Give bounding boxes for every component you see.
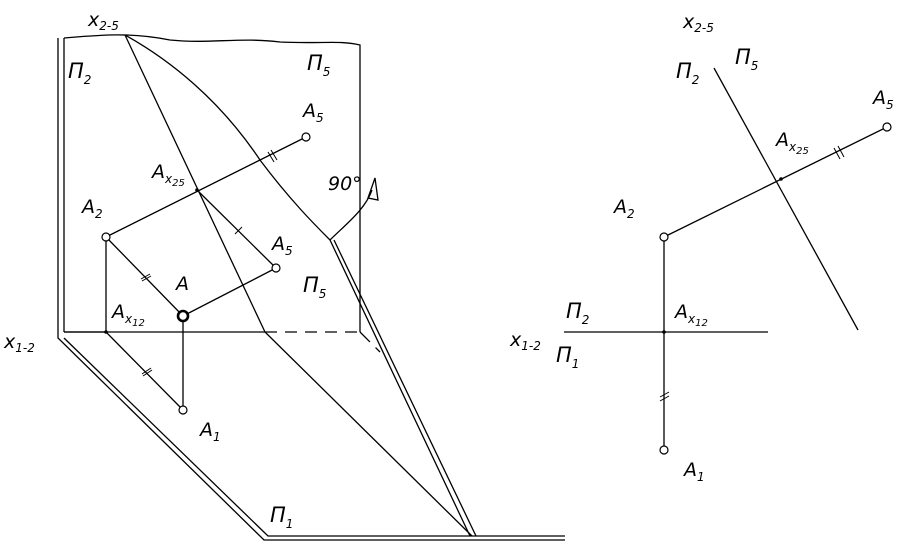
right-frac-pi2-label: П2 bbox=[566, 299, 589, 327]
left-a1-label: A1 bbox=[198, 419, 221, 444]
left-pi1-label: П1 bbox=[270, 503, 293, 531]
point-a5-top-marker bbox=[301, 132, 311, 142]
right-x25-label: x2-5 bbox=[682, 11, 714, 35]
left-ax12-label: Ax12 bbox=[110, 301, 145, 329]
right-point-a1-marker bbox=[659, 445, 669, 455]
pi5-rotated-edge bbox=[329, 239, 477, 537]
right-a1-label: A1 bbox=[682, 459, 705, 484]
point-ax12-marker bbox=[104, 330, 108, 334]
right-point-a2-marker bbox=[659, 232, 669, 242]
right-ax12-label: Ax12 bbox=[673, 301, 708, 329]
left-a5-top-label: A5 bbox=[301, 100, 324, 125]
pi1-plane-outline bbox=[57, 331, 565, 541]
a-a5-line bbox=[182, 267, 277, 317]
right-figure: x2-5 П2 П5 A5 Ax25 A2 П2 П1 x1-2 Ax12 A1 bbox=[509, 11, 894, 484]
pi5-hidden-edge bbox=[359, 331, 381, 353]
right-frac-pi1-label: П1 bbox=[556, 343, 579, 371]
left-ax25-label: Ax25 bbox=[150, 161, 185, 189]
ax12-a1-line bbox=[105, 331, 184, 411]
right-ax25-label: Ax25 bbox=[774, 129, 809, 157]
left-pi5-label: П5 bbox=[307, 51, 330, 79]
a2-a5-line bbox=[105, 136, 307, 238]
left-x12-label: x1-2 bbox=[3, 331, 35, 355]
right-point-ax12-marker bbox=[662, 330, 666, 334]
pi5-plane-upper-edge bbox=[124, 34, 331, 241]
ax25-a5-line bbox=[196, 189, 277, 269]
point-ax25-marker bbox=[195, 188, 199, 192]
right-point-a5-marker bbox=[882, 122, 892, 132]
left-a2-label: A2 bbox=[80, 196, 103, 221]
equal-ticks-left bbox=[140, 149, 278, 377]
left-pi2-label: П2 bbox=[68, 59, 91, 87]
rotation-arrowhead-icon bbox=[367, 177, 379, 201]
right-pi2-label: П2 bbox=[676, 59, 699, 87]
right-a2-label: A2 bbox=[612, 196, 635, 221]
point-a2-marker bbox=[101, 232, 111, 242]
right-a5-label: A5 bbox=[871, 87, 894, 112]
left-figure: x2-5 П2 П5 A5 Ax25 A2 A5 A П5 Ax12 x1-2 … bbox=[3, 9, 565, 541]
point-a-marker bbox=[176, 309, 190, 323]
point-a5-low-marker bbox=[271, 263, 281, 273]
left-x25-label: x2-5 bbox=[87, 9, 119, 33]
right-a2-a5-line bbox=[663, 126, 888, 238]
pi5-lower-trace bbox=[264, 331, 473, 537]
right-point-ax25-marker bbox=[779, 177, 783, 181]
left-a-label: A bbox=[174, 273, 189, 295]
left-pi5b-label: П5 bbox=[303, 273, 326, 301]
rotation-angle-label: 90° bbox=[328, 173, 362, 195]
pi2-plane-outline bbox=[57, 34, 361, 332]
left-a5-low-label: A5 bbox=[270, 233, 293, 258]
equal-ticks-right bbox=[659, 145, 845, 402]
point-a1-marker bbox=[178, 405, 188, 415]
right-pi5-label: П5 bbox=[735, 45, 758, 73]
x25-axis-line bbox=[124, 34, 266, 333]
right-x25-axis-line bbox=[713, 67, 859, 331]
right-x12-label: x1-2 bbox=[509, 329, 541, 353]
rotation-arc bbox=[329, 189, 373, 241]
